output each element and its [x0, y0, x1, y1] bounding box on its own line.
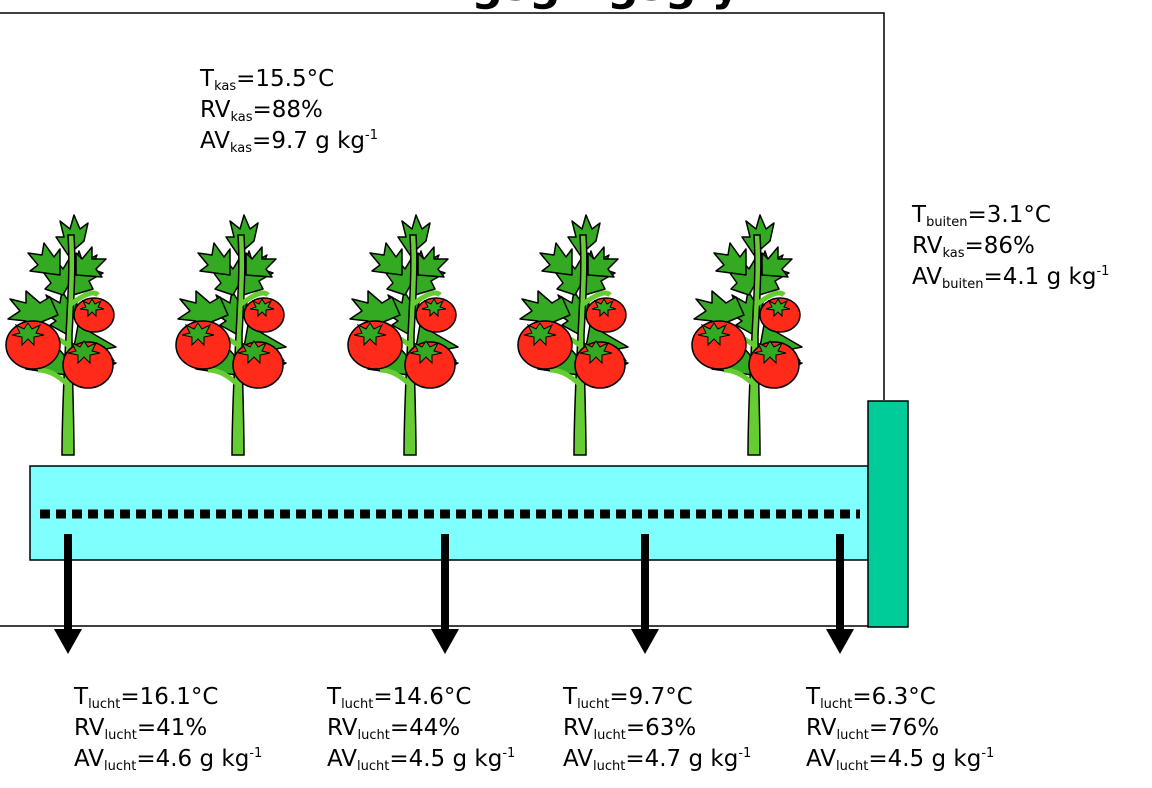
tomato-plant-icon	[6, 215, 116, 455]
tomato-plant-icon	[692, 215, 802, 455]
lucht-conditions-4: Tlucht=6.3°C RVlucht=76% AVlucht=4.5 g k…	[806, 682, 994, 775]
lucht-temperature: Tlucht=9.7°C	[563, 684, 693, 712]
lucht-humidity: RVlucht=63%	[563, 715, 697, 743]
lucht-temperature: Tlucht=16.1°C	[74, 684, 219, 712]
fan-unit-icon	[867, 400, 909, 628]
lucht-absolute-humidity: AVlucht=4.6 g kg-1	[74, 746, 263, 774]
lucht-conditions-2: Tlucht=14.6°C RVlucht=44% AVlucht=4.5 g …	[327, 682, 515, 775]
greenhouse-wall	[0, 12, 885, 400]
buiten-absolute-humidity: AVbuiten=4.1 g kg-1	[912, 264, 1110, 292]
lucht-temperature: Tlucht=14.6°C	[327, 684, 472, 712]
lucht-humidity: RVlucht=41%	[74, 715, 208, 743]
tomato-plant-icon	[176, 215, 286, 455]
lucht-absolute-humidity: AVlucht=4.5 g kg-1	[327, 746, 516, 774]
kas-temperature: Tkas=15.5°C	[200, 66, 335, 94]
tomato-plant-icon	[518, 215, 628, 455]
buiten-humidity: RVkas=86%	[912, 233, 1035, 261]
lucht-temperature: Tlucht=6.3°C	[806, 684, 936, 712]
diagram-title: ngsg ngsg y	[440, 0, 740, 11]
lucht-conditions-3: Tlucht=9.7°C RVlucht=63% AVlucht=4.7 g k…	[563, 682, 751, 775]
lucht-absolute-humidity: AVlucht=4.5 g kg-1	[806, 746, 995, 774]
buiten-conditions: Tbuiten=3.1°C RVkas=86% AVbuiten=4.1 g k…	[912, 200, 1109, 293]
kas-conditions: Tkas=15.5°C RVkas=88% AVkas=9.7 g kg-1	[200, 64, 378, 157]
lucht-conditions-1: Tlucht=16.1°C RVlucht=41% AVlucht=4.6 g …	[74, 682, 262, 775]
lucht-absolute-humidity: AVlucht=4.7 g kg-1	[563, 746, 752, 774]
tomato-plant-icon	[348, 215, 458, 455]
kas-humidity: RVkas=88%	[200, 97, 323, 125]
buiten-temperature: Tbuiten=3.1°C	[912, 202, 1051, 230]
lucht-humidity: RVlucht=44%	[327, 715, 461, 743]
plant-row	[6, 215, 802, 455]
kas-absolute-humidity: AVkas=9.7 g kg-1	[200, 128, 379, 156]
lucht-humidity: RVlucht=76%	[806, 715, 940, 743]
